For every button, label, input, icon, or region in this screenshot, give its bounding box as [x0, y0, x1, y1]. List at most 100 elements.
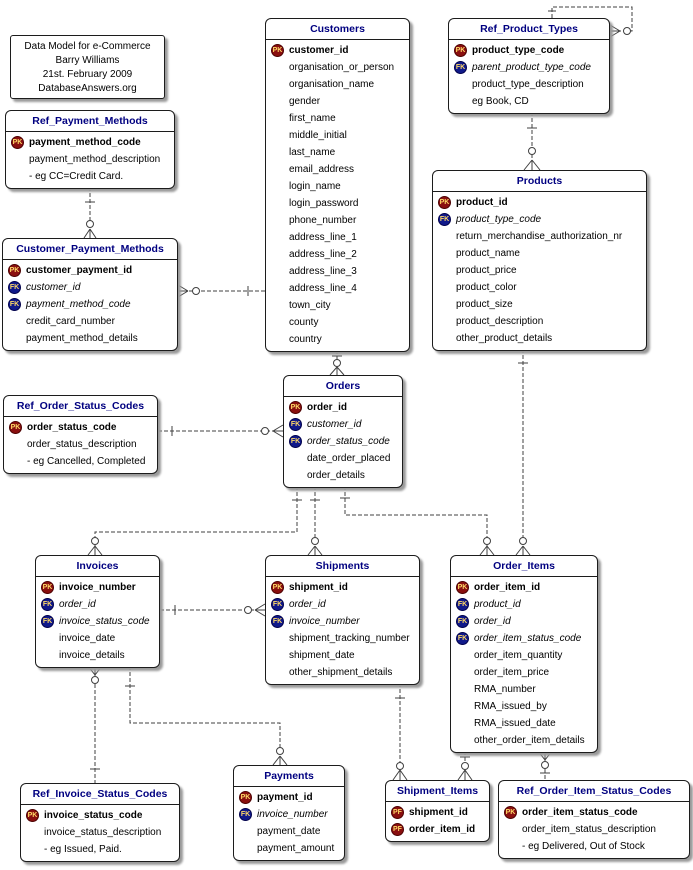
pk-icon: PK	[454, 44, 467, 57]
badge-spacer	[438, 281, 451, 294]
rel-ref-order-status-codes-orders	[158, 424, 284, 438]
field-name: payment_method_code	[29, 137, 141, 148]
note-line: 21st. February 2009	[42, 69, 133, 80]
badge-spacer	[271, 333, 284, 346]
badge-spacer	[504, 823, 517, 836]
field-name: order_id	[289, 599, 326, 610]
fk-icon: FK	[8, 298, 21, 311]
rel-orders-shipments	[307, 486, 323, 556]
badge-spacer	[271, 146, 284, 159]
fk-icon: FK	[271, 615, 284, 628]
field-name: parent_product_type_code	[472, 62, 591, 73]
field-name: customer_id	[289, 45, 349, 56]
entity-field-row: address_line_2	[269, 246, 406, 263]
badge-spacer	[438, 247, 451, 260]
entity-field-row: address_line_4	[269, 280, 406, 297]
fk-icon: FK	[456, 615, 469, 628]
field-name: invoice_status_code	[44, 810, 143, 821]
pf-icon: PF	[391, 823, 404, 836]
entity-field-row: date_order_placed	[287, 450, 399, 467]
entity-field-row: order_item_status_description	[502, 821, 686, 838]
field-name: invoice_status_description	[44, 827, 162, 838]
pk-icon: PK	[289, 401, 302, 414]
badge-spacer	[271, 316, 284, 329]
pk-icon: PK	[504, 806, 517, 819]
entity-field-row: payment_date	[237, 823, 341, 840]
rel-orders-order-items	[340, 486, 495, 556]
badge-spacer	[26, 826, 39, 839]
entity-field-row: shipment_tracking_number	[269, 630, 416, 647]
entity-field-row: other_order_item_details	[454, 732, 594, 749]
field-name: payment_method_code	[26, 299, 131, 310]
badge-spacer	[271, 61, 284, 74]
note-line: Barry Williams	[55, 55, 120, 66]
entity-field-row: order_item_quantity	[454, 647, 594, 664]
field-name: address_line_1	[289, 232, 357, 243]
rel-ref-product-types-products	[523, 112, 541, 171]
badge-spacer	[438, 332, 451, 345]
fk-icon: FK	[438, 213, 451, 226]
rel-ref-product-types-self	[548, 6, 633, 38]
badge-spacer	[271, 95, 284, 108]
badge-spacer	[9, 455, 22, 468]
entity-title: Ref_Payment_Methods	[6, 111, 174, 132]
field-name: invoice_details	[59, 650, 125, 661]
field-name: organisation_or_person	[289, 62, 395, 73]
rel-products-order-items	[515, 349, 531, 556]
field-name: order_id	[474, 616, 511, 627]
entity-field-row: return_merchandise_authorization_nr	[436, 228, 643, 245]
entity-title: Ref_Product_Types	[449, 19, 609, 40]
badge-spacer	[271, 282, 284, 295]
field-name: login_name	[289, 181, 341, 192]
entity-field-row: payment_method_description	[9, 151, 171, 168]
badge-spacer	[504, 840, 517, 853]
entity-title: Shipments	[266, 556, 419, 577]
field-name: credit_card_number	[26, 316, 115, 327]
field-name: payment_amount	[257, 843, 335, 854]
fk-icon: FK	[239, 808, 252, 821]
pk-icon: PK	[456, 581, 469, 594]
entity-field-row: town_city	[269, 297, 406, 314]
badge-spacer	[271, 265, 284, 278]
entity-field-row: invoice_details	[39, 647, 156, 664]
badge-spacer	[8, 332, 21, 345]
field-name: order_item_status_description	[522, 824, 656, 835]
entity-field-row: FK order_id	[454, 613, 594, 630]
entity-field-row: middle_initial	[269, 127, 406, 144]
pk-icon: PK	[11, 136, 24, 149]
field-name: shipment_id	[409, 807, 468, 818]
entity-field-row: product_type_description	[452, 76, 606, 93]
pk-icon: PK	[438, 196, 451, 209]
rel-invoices-payments	[125, 666, 288, 766]
field-name: other_shipment_details	[289, 667, 393, 678]
field-name: address_line_2	[289, 249, 357, 260]
entity-field-row: other_shipment_details	[269, 664, 416, 681]
